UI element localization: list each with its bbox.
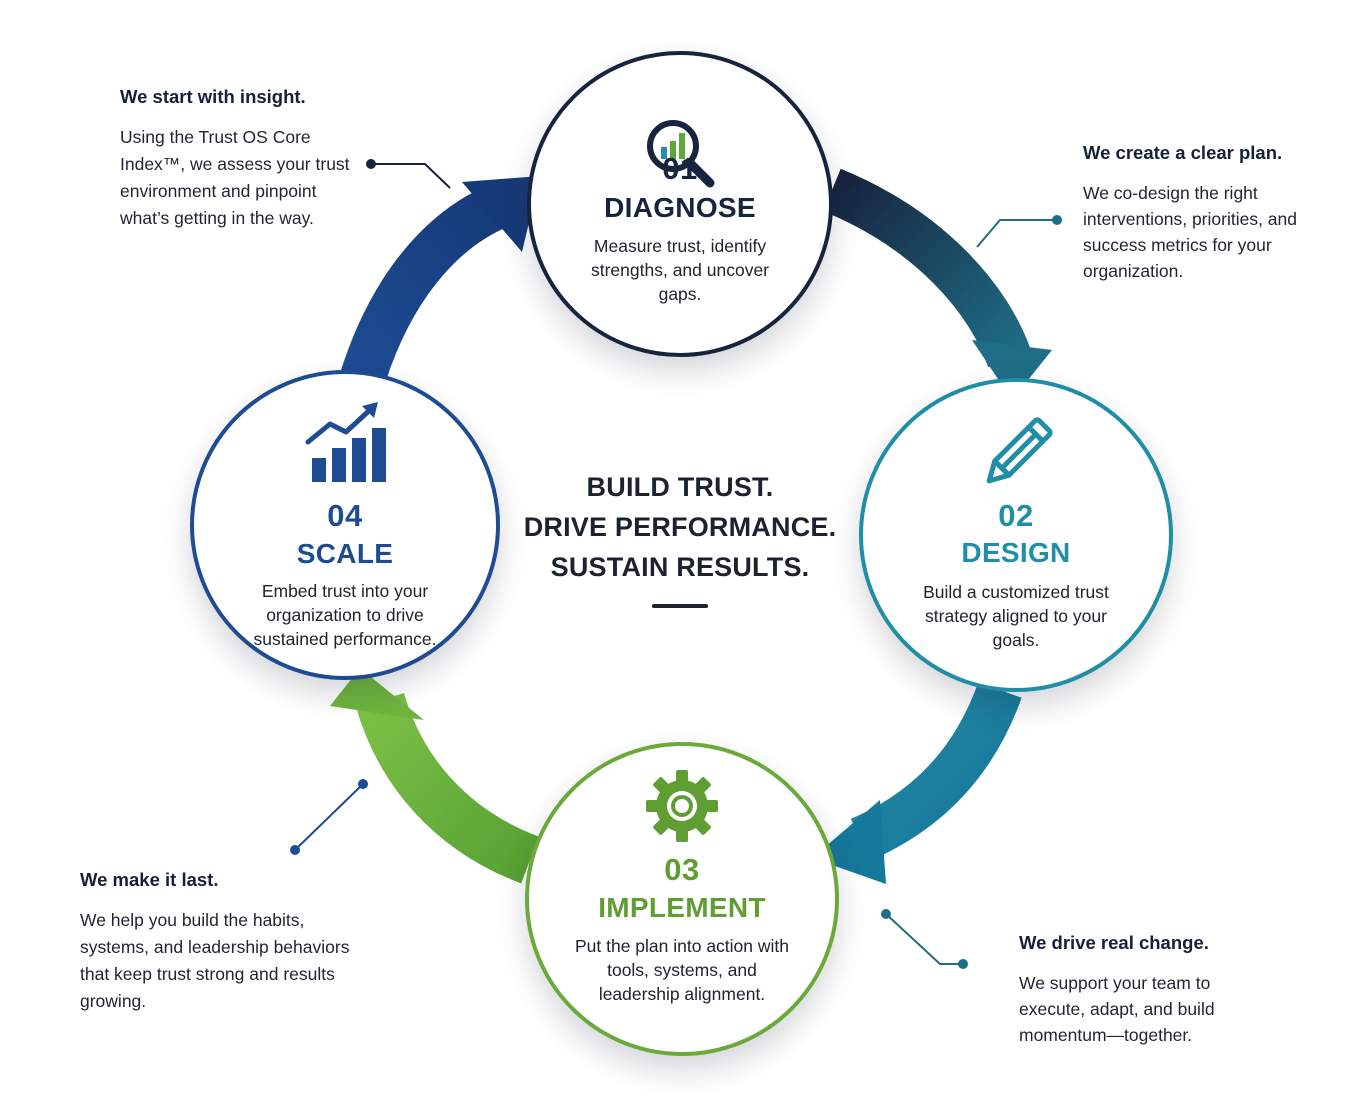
slogan-line-1: BUILD TRUST.: [586, 472, 774, 502]
step-title: SCALE: [296, 538, 394, 569]
step-number: 02: [998, 498, 1034, 533]
arrow-head-scale: [330, 668, 424, 720]
connector-last: [294, 783, 364, 851]
connector-insight-dot: [366, 159, 376, 169]
step-description: Build a customized trust strategy aligne…: [923, 582, 1109, 650]
arrow-implement-to-scale: [355, 692, 540, 884]
step-description: Measure trust, identify strengths, and u…: [590, 236, 770, 304]
step-diagnose-circle: 01 DIAGNOSE Measure trust, identify stre…: [527, 51, 833, 357]
magnifier-chart-icon: [531, 113, 829, 193]
step-implement-circle: 03 IMPLEMENT Put the plan into action wi…: [525, 742, 839, 1056]
note-plan: We create a clear plan. We co-design the…: [1083, 142, 1323, 284]
note-body: We help you build the habits, systems, a…: [80, 910, 350, 1011]
connector-insight: [371, 163, 451, 189]
note-heading: We drive real change.: [1019, 932, 1209, 953]
note-heading: We start with insight.: [120, 86, 306, 107]
arrow-design-to-implement: [850, 681, 1022, 862]
growth-chart-icon: [194, 402, 496, 486]
center-slogan: BUILD TRUST. DRIVE PERFORMANCE. SUSTAIN …: [500, 467, 860, 587]
step-scale-circle: 04 SCALE Embed trust into your organizat…: [190, 370, 500, 680]
note-change: We drive real change. We support your te…: [1019, 932, 1259, 1048]
gear-icon: [529, 766, 835, 846]
arrow-head-diagnose: [462, 176, 540, 252]
connector-last-dot-end: [290, 845, 300, 855]
arrow-scale-to-diagnose: [340, 183, 510, 388]
connector-change-dot-end: [958, 959, 968, 969]
connector-change-dot-start: [881, 909, 891, 919]
slogan-line-3: SUSTAIN RESULTS.: [550, 552, 810, 582]
step-number: 03: [664, 852, 700, 887]
note-heading: We make it last.: [80, 869, 219, 890]
step-number: 01: [662, 151, 698, 186]
note-insight: We start with insight. Using the Trust O…: [120, 86, 360, 232]
connector-plan: [976, 219, 1057, 248]
center-divider: [652, 604, 708, 608]
note-last: We make it last. We help you build the h…: [80, 869, 350, 1015]
connector-change: [885, 913, 963, 965]
step-description: Put the plan into action with tools, sys…: [574, 936, 790, 1004]
step-number: 04: [327, 498, 363, 533]
note-body: We co-design the right interventions, pr…: [1083, 183, 1297, 281]
pencil-icon: [863, 412, 1169, 496]
arrow-diagnose-to-design: [823, 168, 1032, 368]
step-description: Embed trust into your organization to dr…: [253, 581, 437, 649]
arrow-head-design: [972, 340, 1052, 400]
slogan-line-2: DRIVE PERFORMANCE.: [523, 512, 837, 542]
step-title: DIAGNOSE: [604, 192, 756, 223]
note-body: Using the Trust OS Core Index™, we asses…: [120, 127, 350, 228]
note-body: We support your team to execute, adapt, …: [1019, 973, 1215, 1045]
connector-last-dot-start: [358, 779, 368, 789]
note-heading: We create a clear plan.: [1083, 142, 1283, 163]
step-title: IMPLEMENT: [598, 892, 766, 923]
connector-plan-dot: [1052, 215, 1062, 225]
step-design-circle: 02 DESIGN Build a customized trust strat…: [859, 378, 1173, 692]
step-title: DESIGN: [961, 537, 1071, 568]
